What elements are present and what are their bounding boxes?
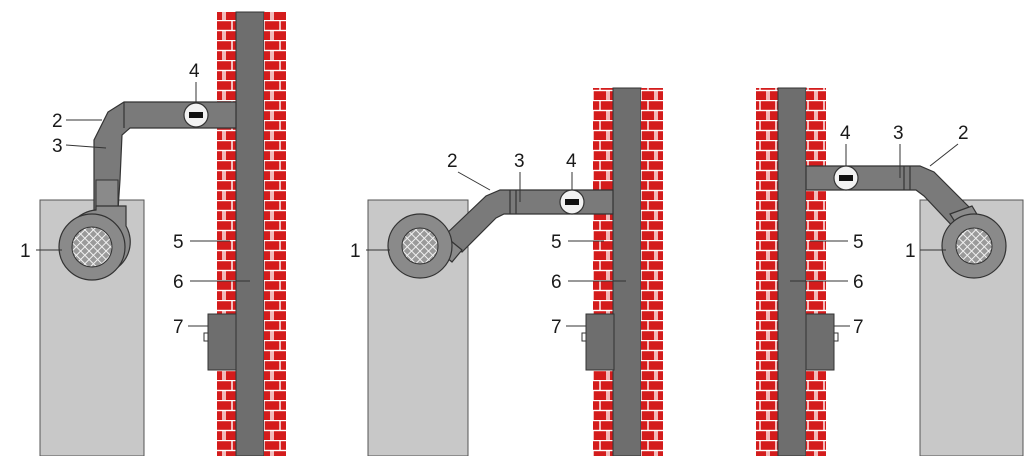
chimney-wall-right — [641, 88, 663, 456]
label-3: 3 — [52, 136, 63, 157]
chimney-flue — [612, 87, 642, 456]
label-7: 7 — [173, 317, 184, 338]
leader-3 — [65, 144, 107, 149]
label-3: 3 — [514, 151, 525, 172]
connector-box — [805, 313, 835, 371]
connector-tab — [833, 332, 839, 342]
damper-bar — [565, 199, 579, 205]
chimney-wall-right — [806, 88, 826, 456]
diagram-2: 2 3 4 1 5 6 7 — [350, 87, 663, 456]
flue-duct — [443, 189, 614, 253]
label-3: 3 — [893, 123, 904, 144]
label-4: 4 — [840, 123, 851, 144]
label-7: 7 — [853, 317, 864, 338]
crosshatch-circle-icon — [401, 227, 439, 265]
crosshatch-circle-icon — [955, 227, 993, 265]
chimney-wall-right — [264, 12, 286, 456]
leader-2 — [457, 171, 491, 191]
connector-box — [585, 313, 615, 371]
connector-tab — [581, 332, 587, 342]
flue-duct — [805, 165, 977, 233]
label-5: 5 — [853, 232, 864, 253]
diagram-3: 4 3 2 5 6 7 1 — [756, 87, 1024, 456]
label-2: 2 — [447, 151, 458, 172]
chimney-flue — [777, 87, 807, 456]
label-6: 6 — [551, 272, 562, 293]
chimney-wall-left — [217, 12, 236, 456]
label-5: 5 — [173, 232, 184, 253]
label-1: 1 — [20, 241, 31, 262]
damper-bar — [839, 175, 853, 181]
label-6: 6 — [173, 272, 184, 293]
label-2: 2 — [958, 123, 969, 144]
label-7: 7 — [551, 317, 562, 338]
label-5: 5 — [551, 232, 562, 253]
label-1: 1 — [350, 241, 361, 262]
label-4: 4 — [566, 151, 577, 172]
crosshatch-circle-icon — [71, 226, 113, 268]
label-4: 4 — [189, 61, 200, 82]
chimney-wall-left — [593, 88, 613, 456]
label-1: 1 — [905, 241, 916, 262]
chimney-flue — [235, 11, 265, 456]
damper-bar — [189, 112, 203, 118]
label-6: 6 — [853, 272, 864, 293]
connector-tab — [203, 332, 209, 342]
diagram-1: 4 2 3 1 5 6 7 — [20, 11, 286, 456]
connector-box — [207, 313, 237, 371]
leader-2 — [929, 143, 959, 167]
chimney-wall-left — [756, 88, 778, 456]
label-2: 2 — [52, 111, 63, 132]
